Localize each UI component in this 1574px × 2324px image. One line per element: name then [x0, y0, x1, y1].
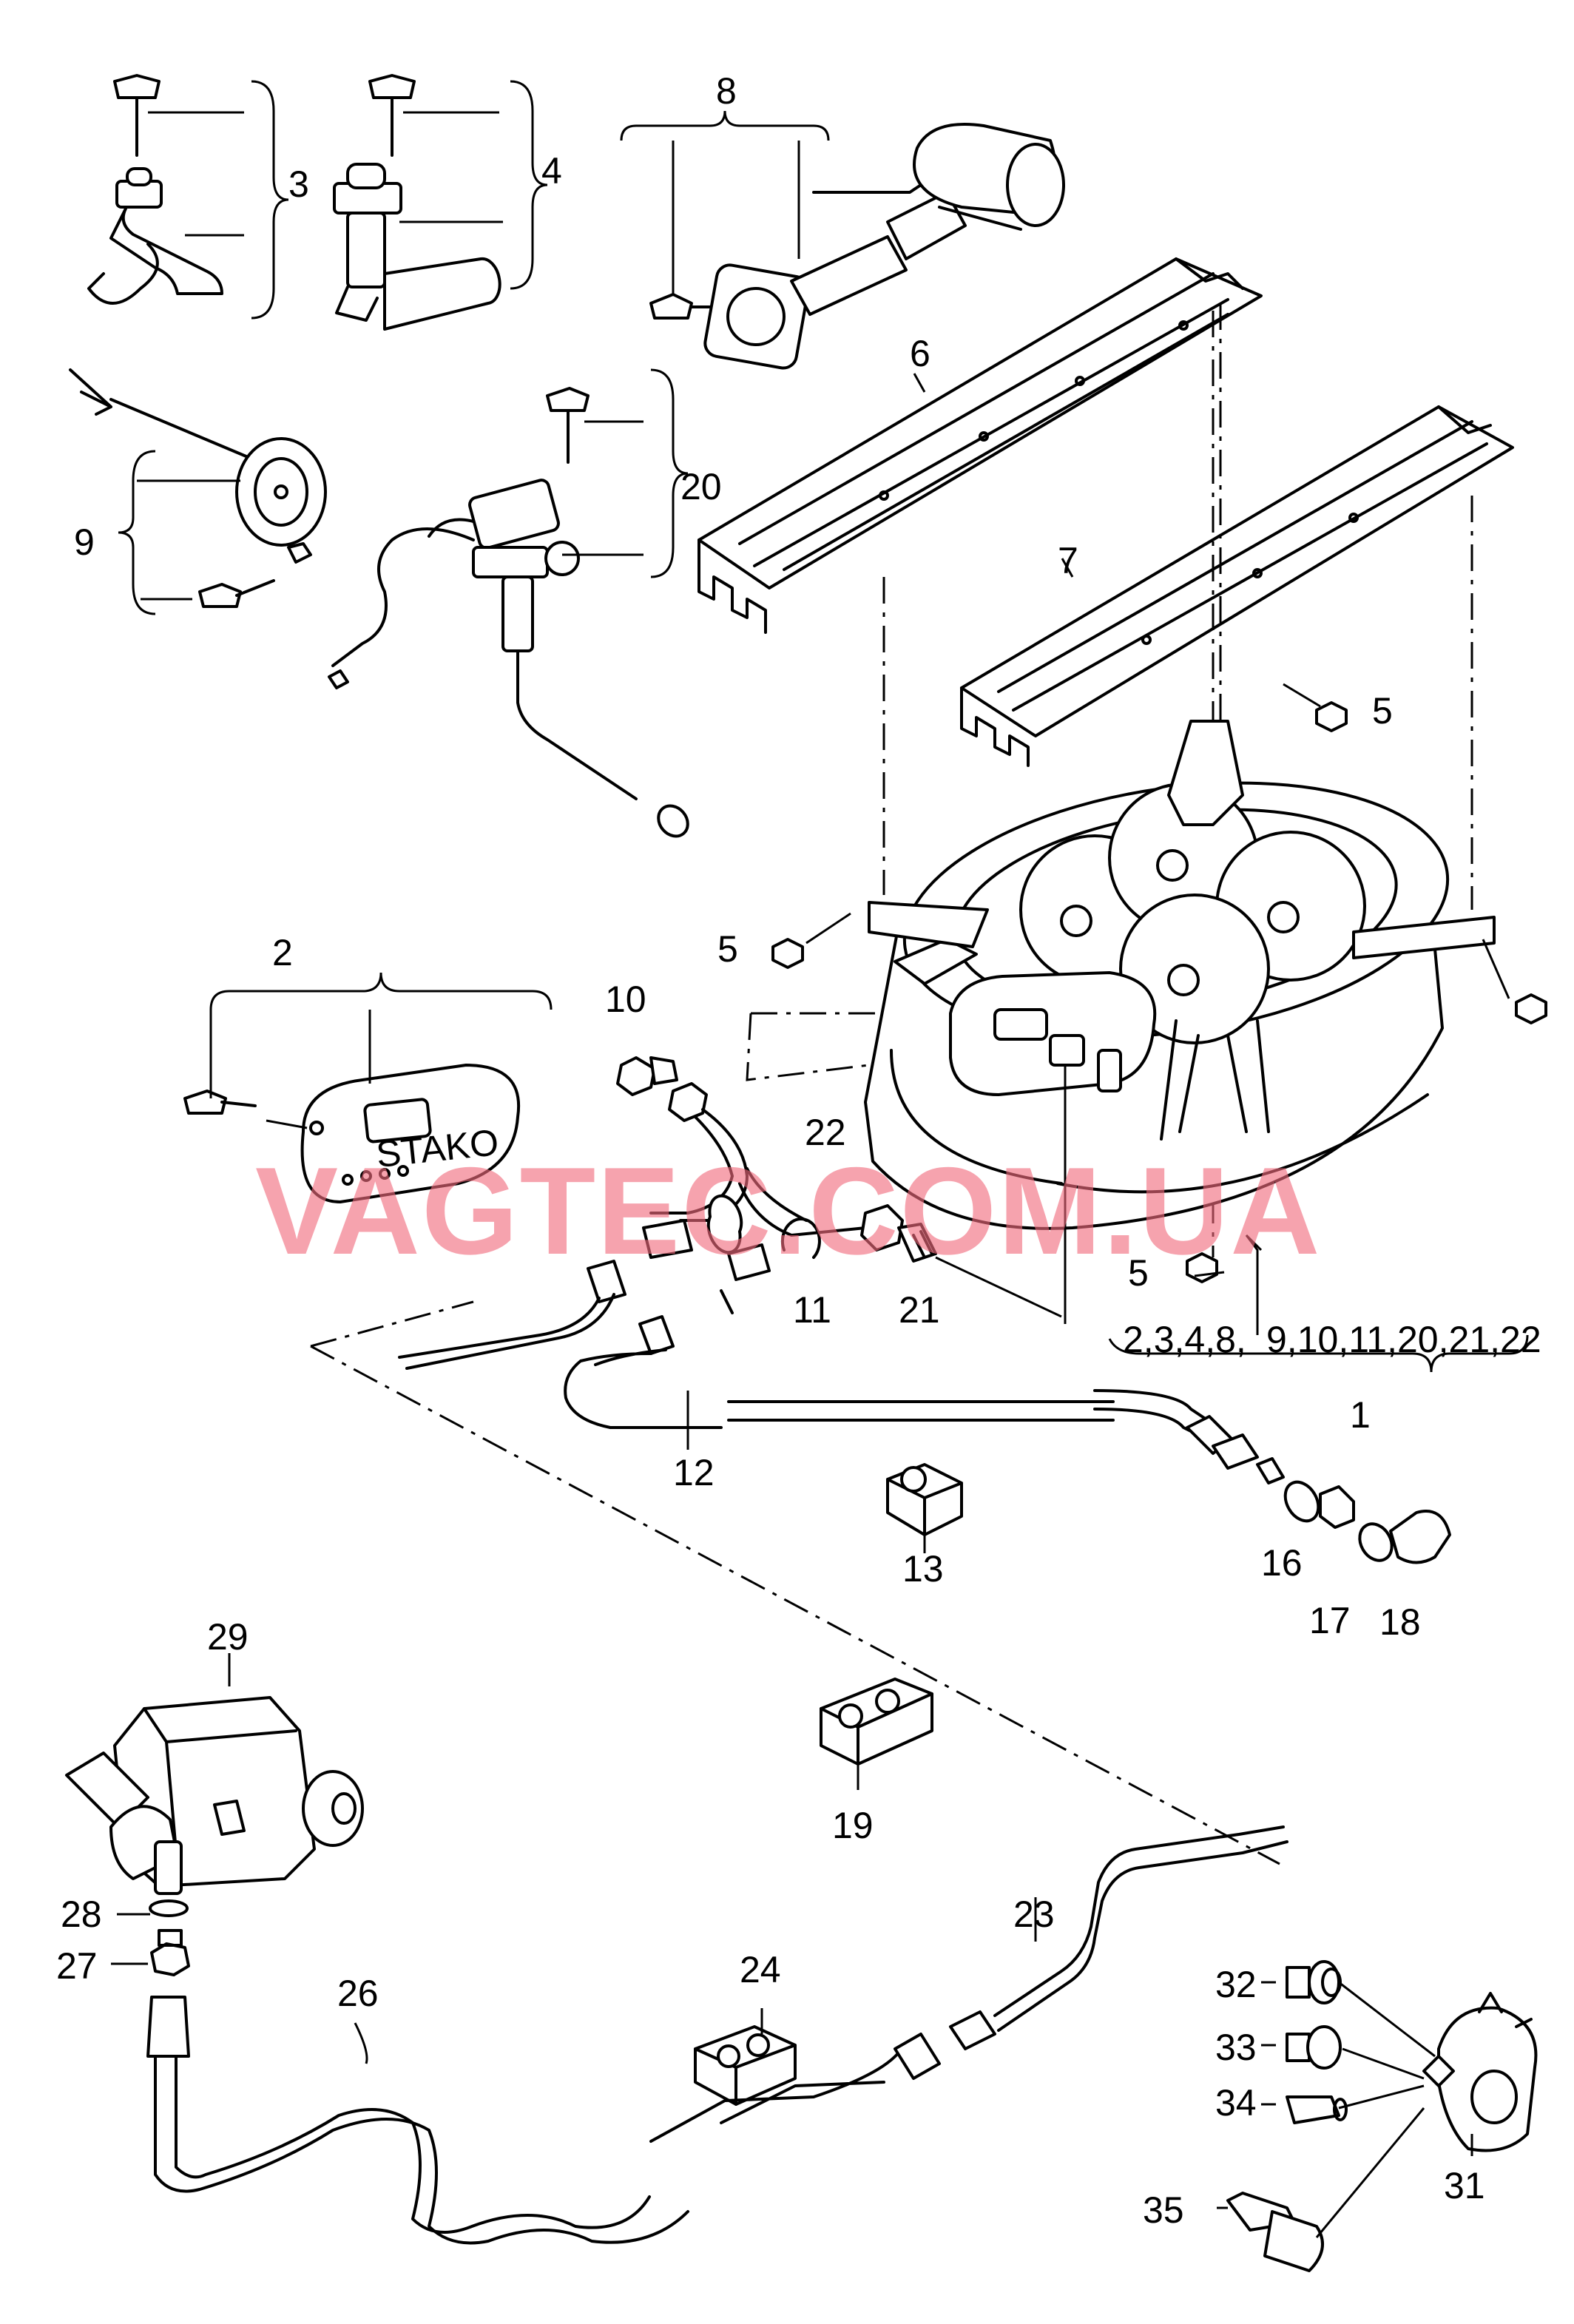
- fuel-line-26: [154, 2022, 689, 2245]
- kit-bracket-1: [1108, 1234, 1529, 1373]
- watermark-text: VAGTEC.COM.UA: [255, 1141, 1322, 1280]
- callout-12: 12: [673, 1452, 715, 1493]
- callout-34: 34: [1215, 2082, 1257, 2124]
- callout-18: 18: [1379, 1601, 1421, 1643]
- part-31-valve: [1422, 1992, 1538, 2156]
- callout-13: 13: [902, 1548, 944, 1590]
- callout-5-bottom: 5: [1128, 1252, 1149, 1294]
- callout-29: 29: [207, 1616, 249, 1658]
- callout-3: 3: [288, 163, 309, 205]
- callout-1: 1: [1350, 1394, 1371, 1436]
- callout-5-left: 5: [717, 928, 738, 970]
- callout-28: 28: [61, 1894, 102, 1935]
- part-6-heat-shield: [698, 257, 1263, 634]
- callout-11: 11: [793, 1289, 831, 1331]
- nuts-5: [771, 683, 1547, 1283]
- callout-23: 23: [1013, 1894, 1055, 1935]
- callout-21: 21: [899, 1289, 940, 1331]
- part-8-fuel-level-sender: [620, 110, 1065, 370]
- parts-27-28-union: [111, 1899, 190, 2058]
- part-20-sender-with-cable: [328, 368, 689, 838]
- kit-list-a: 2,3,4,8,: [1123, 1319, 1246, 1360]
- part-3-flange-pipe: [87, 74, 289, 320]
- part-9-sender-cover: [69, 368, 327, 615]
- callout-27: 27: [56, 1945, 98, 1987]
- part-29-high-pressure-pump: [65, 1653, 364, 1895]
- parts-32-35-plugs: [1217, 1960, 1436, 2272]
- callout-4: 4: [541, 150, 562, 192]
- fuel-tank: [864, 720, 1496, 1230]
- callout-31: 31: [1444, 2165, 1485, 2206]
- part-7-heat-shield: [960, 405, 1514, 767]
- fuel-line-12: [398, 1260, 1451, 1564]
- callout-19: 19: [832, 1805, 874, 1846]
- kit-list-b: 9,10,11,20,21,22: [1266, 1319, 1541, 1360]
- callout-8: 8: [716, 70, 737, 112]
- callout-2: 2: [272, 932, 293, 973]
- callout-33: 33: [1215, 2027, 1257, 2068]
- callout-22: 22: [805, 1112, 846, 1153]
- part-2-cover-plate: STAKO: [183, 972, 553, 1203]
- callout-26: 26: [337, 1973, 379, 2014]
- callout-17: 17: [1309, 1600, 1351, 1641]
- fuel-line-23: [649, 1825, 1288, 2143]
- callout-35: 35: [1143, 2189, 1184, 2231]
- callout-16: 16: [1261, 1542, 1303, 1584]
- part-4-fuel-pump: [333, 74, 548, 331]
- callout-10: 10: [605, 979, 646, 1020]
- callout-20: 20: [680, 466, 722, 507]
- callout-5-top: 5: [1372, 690, 1393, 732]
- clip-19: [820, 1678, 933, 1790]
- callout-24: 24: [740, 1949, 781, 1990]
- callout-7: 7: [1058, 540, 1078, 581]
- callout-6: 6: [910, 333, 930, 374]
- callout-labels: 3 4 8 6 7 20 9 5 5 5 2 10 22 11 21 2,3,4…: [56, 70, 1541, 2231]
- callout-9: 9: [74, 521, 95, 563]
- callout-32: 32: [1215, 1964, 1257, 2005]
- clip-24: [694, 2008, 797, 2106]
- parts-10-11-21-22-fittings: [616, 1056, 1067, 1324]
- clip-13: [886, 1463, 963, 1553]
